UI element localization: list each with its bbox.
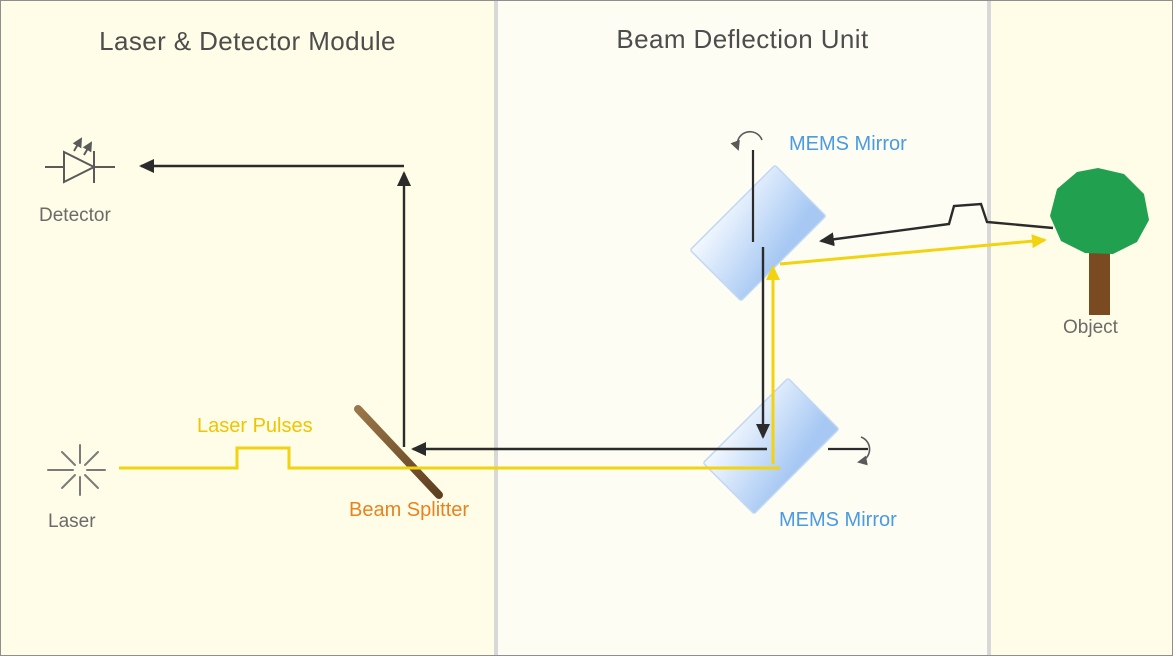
beam-splitter-label: Beam Splitter bbox=[349, 499, 470, 521]
panel-object-scene bbox=[991, 1, 1172, 655]
outgoing-beam-top-mirror-to-object bbox=[779, 234, 1047, 266]
outgoing-beam-laser-pulse-segment bbox=[119, 446, 780, 470]
detector-label: Detector bbox=[39, 205, 111, 226]
panel-beam-deflection-unit bbox=[498, 1, 987, 655]
mirror-axis-lines bbox=[751, 150, 868, 451]
panel-divider-right bbox=[987, 1, 991, 655]
object-label: Object bbox=[1063, 317, 1118, 338]
return-beam-object-to-top-mirror bbox=[819, 202, 1054, 247]
mems-mirror-bottom-icon bbox=[703, 378, 839, 514]
rotation-arrow-bottom-icon bbox=[857, 436, 871, 466]
left-panel-title: Laser & Detector Module bbox=[99, 26, 396, 56]
rotation-arrow-top-icon bbox=[730, 130, 763, 151]
laser-pulses-label: Laser Pulses bbox=[197, 415, 313, 437]
mems-mirror-top-label: MEMS Mirror bbox=[789, 133, 907, 155]
mems-mirror-bottom-label: MEMS Mirror bbox=[779, 509, 897, 531]
tree-trunk bbox=[1089, 239, 1110, 315]
laser-starburst-icon bbox=[47, 444, 106, 496]
outgoing-beam-path bbox=[119, 234, 1047, 470]
middle-panel-title: Beam Deflection Unit bbox=[616, 24, 869, 54]
detector-photodiode-icon bbox=[45, 137, 115, 184]
beam-splitter-element bbox=[354, 405, 443, 499]
return-beam-path bbox=[139, 159, 1054, 456]
panel-divider-left bbox=[494, 1, 498, 655]
laser-label: Laser bbox=[48, 511, 96, 532]
mems-mirror-top-icon bbox=[690, 165, 826, 301]
tree-crown bbox=[1050, 168, 1149, 254]
tree-icon bbox=[1050, 168, 1149, 315]
panel-laser-detector-module bbox=[1, 1, 494, 655]
